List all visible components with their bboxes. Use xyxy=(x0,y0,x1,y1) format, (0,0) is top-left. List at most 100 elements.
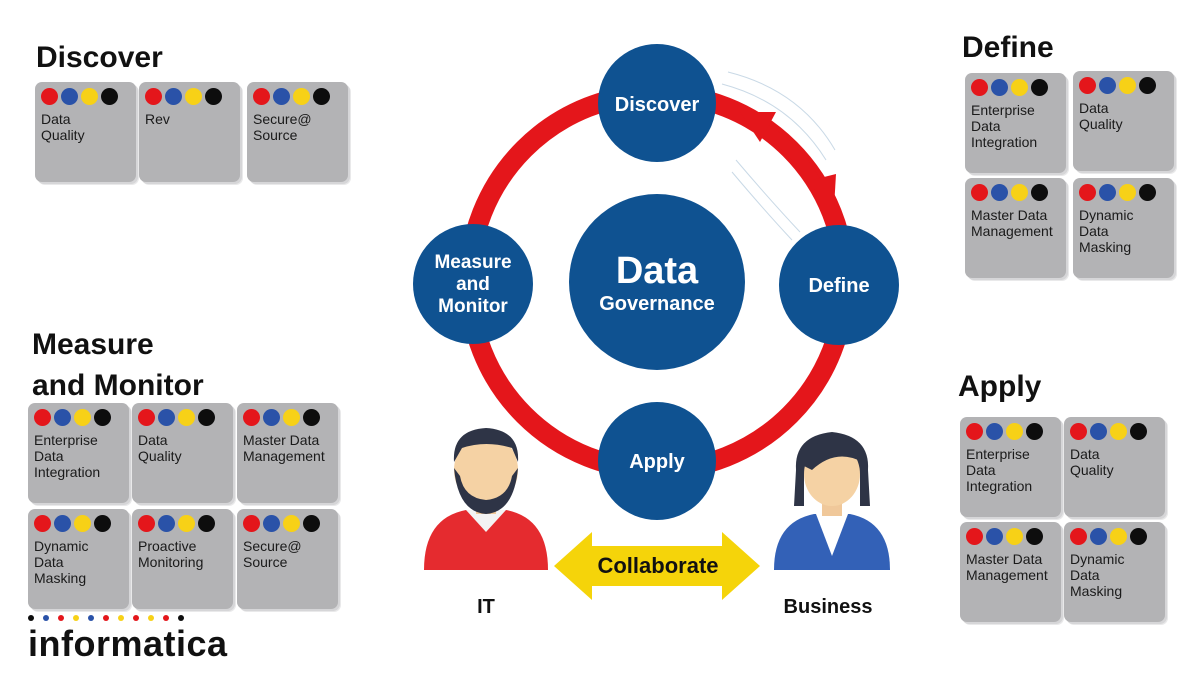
apply-tile-data-quality[interactable]: Data Quality xyxy=(1064,417,1165,517)
measure-tile-secure-source[interactable]: Secure@ Source xyxy=(237,509,338,609)
color-dot-3 xyxy=(303,409,320,426)
brand-dot-8 xyxy=(148,615,154,621)
apply-tile-enterprise-data-integration[interactable]: Enterprise Data Integration xyxy=(960,417,1061,517)
product-color-dots xyxy=(966,528,1055,546)
color-dot-1 xyxy=(1090,528,1107,545)
color-dot-3 xyxy=(303,515,320,532)
color-dot-3 xyxy=(198,515,215,532)
tile-label: Proactive Monitoring xyxy=(138,538,204,570)
color-dot-2 xyxy=(1011,79,1028,96)
color-dot-1 xyxy=(263,409,280,426)
define-panel-title: Define xyxy=(962,31,1054,64)
color-dot-0 xyxy=(243,515,260,532)
color-dot-1 xyxy=(1099,184,1116,201)
discover-tile-data-quality[interactable]: Data Quality xyxy=(35,82,136,182)
business-label: Business xyxy=(784,596,873,618)
color-dot-2 xyxy=(283,409,300,426)
apply-node-label: Apply xyxy=(629,451,685,473)
color-dot-1 xyxy=(991,184,1008,201)
color-dot-1 xyxy=(1090,423,1107,440)
product-color-dots xyxy=(1079,77,1168,95)
color-dot-3 xyxy=(94,515,111,532)
tile-label: Data Quality xyxy=(41,111,85,143)
apply-node[interactable] xyxy=(598,402,716,520)
product-color-dots xyxy=(34,409,123,427)
color-dot-2 xyxy=(1119,77,1136,94)
brand-dot-3 xyxy=(73,615,79,621)
tile-label: Secure@ Source xyxy=(253,111,312,143)
brand-dot-7 xyxy=(133,615,139,621)
color-dot-3 xyxy=(205,88,222,105)
product-color-dots xyxy=(966,423,1055,441)
apply-tile-master-data-management[interactable]: Master Data Management xyxy=(960,522,1061,622)
define-node[interactable] xyxy=(779,225,899,345)
it-label: IT xyxy=(477,596,495,618)
color-dot-1 xyxy=(986,528,1003,545)
color-dot-2 xyxy=(81,88,98,105)
color-dot-3 xyxy=(1139,77,1156,94)
tile-label: Dynamic Data Masking xyxy=(34,538,89,586)
product-color-dots xyxy=(243,515,332,533)
tile-label: Dynamic Data Masking xyxy=(1070,551,1125,599)
define-tile-enterprise-data-integration[interactable]: Enterprise Data Integration xyxy=(965,73,1066,173)
measure-tile-master-data-management[interactable]: Master Data Management xyxy=(237,403,338,503)
brand-dot-2 xyxy=(58,615,64,621)
tile-label: Enterprise Data Integration xyxy=(966,446,1033,494)
data-governance-center-node xyxy=(569,194,745,370)
color-dot-0 xyxy=(1070,423,1087,440)
informatica-logo: informatica xyxy=(28,623,228,664)
color-dot-0 xyxy=(145,88,162,105)
measure-tile-enterprise-data-integration[interactable]: Enterprise Data Integration xyxy=(28,403,129,503)
collaborate-label: Collaborate xyxy=(597,553,718,578)
color-dot-1 xyxy=(263,515,280,532)
color-dot-1 xyxy=(158,515,175,532)
measure-tile-proactive-monitoring[interactable]: Proactive Monitoring xyxy=(132,509,233,609)
it-person-icon xyxy=(424,428,548,570)
color-dot-2 xyxy=(1011,184,1028,201)
tile-label: Data Quality xyxy=(1079,100,1123,132)
color-dot-2 xyxy=(1119,184,1136,201)
color-dot-0 xyxy=(1070,528,1087,545)
color-dot-0 xyxy=(41,88,58,105)
color-dot-2 xyxy=(283,515,300,532)
tile-label: Enterprise Data Integration xyxy=(971,102,1038,150)
brand-dot-0 xyxy=(28,615,34,621)
color-dot-1 xyxy=(54,515,71,532)
measure-panel-title-line2: and Monitor xyxy=(32,369,204,402)
brand-dot-10 xyxy=(178,615,184,621)
color-dot-3 xyxy=(1026,423,1043,440)
discover-node[interactable] xyxy=(598,44,716,162)
color-dot-0 xyxy=(138,515,155,532)
define-tile-data-quality[interactable]: Data Quality xyxy=(1073,71,1174,171)
product-color-dots xyxy=(253,88,342,106)
color-dot-1 xyxy=(1099,77,1116,94)
color-dot-2 xyxy=(1110,423,1127,440)
color-dot-3 xyxy=(1026,528,1043,545)
color-dot-2 xyxy=(185,88,202,105)
discover-tile-rev[interactable]: Rev xyxy=(139,82,240,182)
color-dot-0 xyxy=(971,79,988,96)
color-dot-0 xyxy=(966,423,983,440)
tile-label: Master Data Management xyxy=(971,207,1053,239)
color-dot-1 xyxy=(986,423,1003,440)
color-dot-2 xyxy=(1006,423,1023,440)
collaborate-arrow xyxy=(554,532,760,600)
apply-tile-dynamic-data-masking[interactable]: Dynamic Data Masking xyxy=(1064,522,1165,622)
product-color-dots xyxy=(971,184,1060,202)
discover-tile-secure-source[interactable]: Secure@ Source xyxy=(247,82,348,182)
measure-tile-dynamic-data-masking[interactable]: Dynamic Data Masking xyxy=(28,509,129,609)
color-dot-0 xyxy=(34,515,51,532)
color-dot-1 xyxy=(158,409,175,426)
define-tile-master-data-management[interactable]: Master Data Management xyxy=(965,178,1066,278)
product-color-dots xyxy=(1070,528,1159,546)
color-dot-3 xyxy=(313,88,330,105)
define-tile-dynamic-data-masking[interactable]: Dynamic Data Masking xyxy=(1073,178,1174,278)
color-dot-0 xyxy=(138,409,155,426)
brand-dots xyxy=(28,615,184,621)
measure-tile-data-quality[interactable]: Data Quality xyxy=(132,403,233,503)
measure-monitor-node[interactable] xyxy=(413,224,533,344)
define-node-label: Define xyxy=(808,275,869,297)
color-dot-0 xyxy=(1079,77,1096,94)
binary-swirl-decoration xyxy=(721,71,836,241)
color-dot-0 xyxy=(243,409,260,426)
